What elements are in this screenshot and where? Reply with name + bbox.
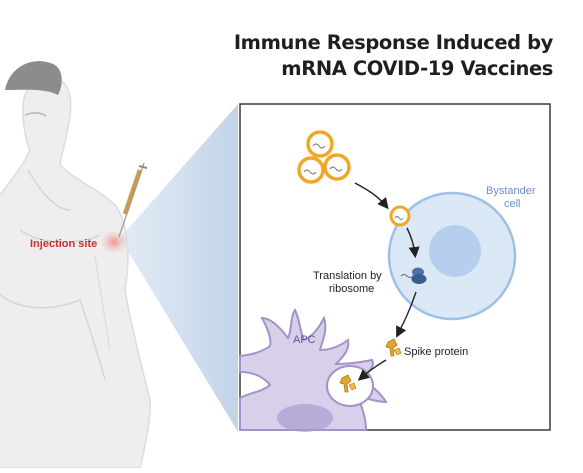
arrow-uptake [354, 182, 389, 210]
arrow-secretion [396, 291, 417, 338]
syringe-icon [118, 162, 148, 238]
figure-title: Immune Response Induced by mRNA COVID-19… [193, 30, 554, 82]
arrow-uptake-apc [357, 359, 387, 381]
spike-protein-label: Spike protein [404, 346, 468, 358]
injection-site-glow [100, 230, 128, 254]
title-line-1: Immune Response Induced by [233, 31, 554, 54]
internalized-spike-icon [339, 374, 357, 393]
injection-site-label: Injection site [30, 238, 97, 250]
lipid-nanoparticles [297, 130, 351, 184]
lnp-membrane-icon [389, 205, 411, 227]
spike-protein-icon [385, 338, 402, 357]
human-figure [0, 61, 151, 469]
title-line-2: mRNA COVID-19 Vaccines [281, 57, 553, 80]
arrow-release [406, 227, 420, 259]
lnp-icon [323, 153, 351, 181]
translation-label: Translation by ribosome [313, 270, 385, 295]
magnification-cone [120, 104, 238, 432]
lnp-icon [297, 156, 325, 184]
ribosome-icon [400, 267, 427, 284]
apc-cell [239, 307, 388, 432]
lnp-icon [306, 130, 334, 158]
bystander-cell [387, 191, 517, 321]
apc-label: APC [293, 334, 316, 346]
bystander-cell-label: Bystander cell [486, 185, 539, 210]
